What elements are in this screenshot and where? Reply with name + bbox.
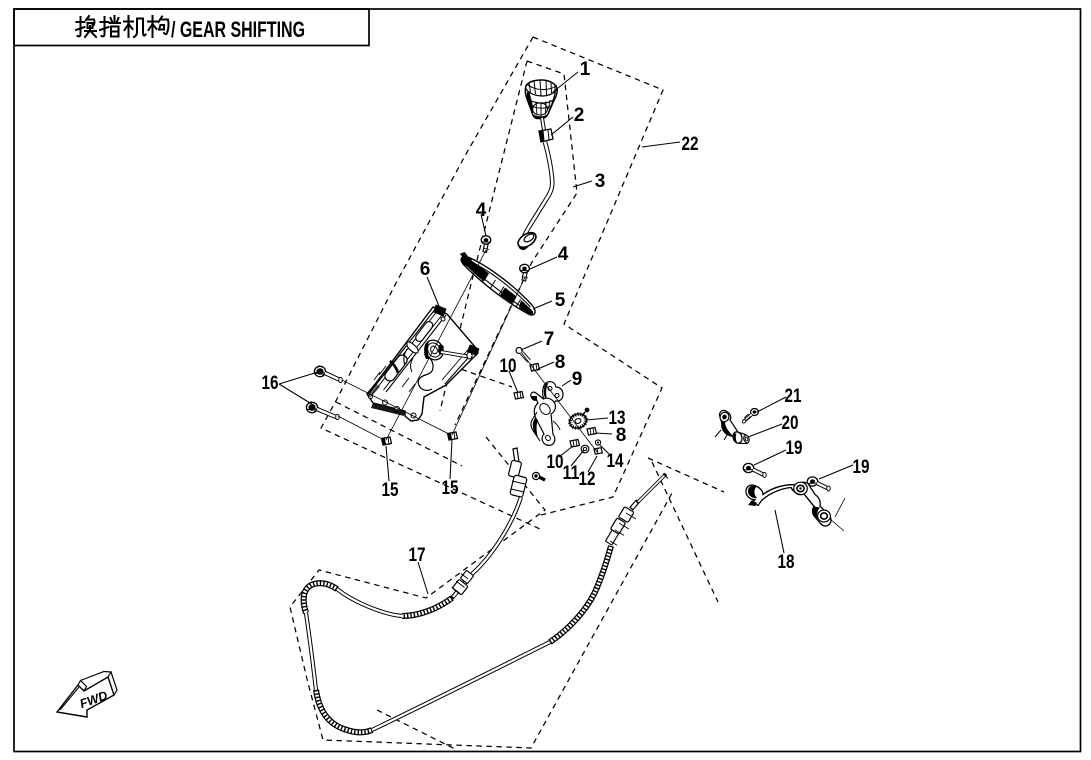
svg-text:15: 15 [442, 478, 459, 499]
svg-text:8: 8 [555, 352, 566, 373]
svg-text:18: 18 [778, 552, 795, 573]
svg-text:22: 22 [682, 134, 699, 155]
svg-text:7: 7 [544, 329, 555, 350]
svg-text:10: 10 [500, 356, 517, 377]
svg-text:8: 8 [616, 425, 627, 446]
svg-text:14: 14 [607, 451, 624, 472]
svg-text:5: 5 [555, 290, 566, 311]
svg-text:4: 4 [476, 200, 487, 221]
svg-text:20: 20 [782, 413, 799, 434]
svg-text:6: 6 [420, 259, 431, 280]
svg-text:19: 19 [853, 457, 870, 478]
svg-text:15: 15 [382, 480, 399, 501]
svg-text:12: 12 [579, 469, 596, 490]
svg-text:1: 1 [580, 59, 591, 80]
svg-text:9: 9 [572, 369, 583, 390]
svg-text:4: 4 [558, 244, 569, 265]
svg-text:3: 3 [595, 171, 606, 192]
svg-text:13: 13 [609, 408, 626, 429]
svg-text:17: 17 [409, 545, 426, 566]
svg-text:16: 16 [262, 373, 279, 394]
svg-text:19: 19 [786, 438, 803, 459]
svg-text:2: 2 [574, 105, 585, 126]
svg-text:/ GEAR SHIFTING: / GEAR SHIFTING [171, 17, 305, 42]
svg-text:11: 11 [563, 463, 580, 484]
svg-text:10: 10 [547, 452, 564, 473]
svg-text:21: 21 [785, 386, 802, 407]
